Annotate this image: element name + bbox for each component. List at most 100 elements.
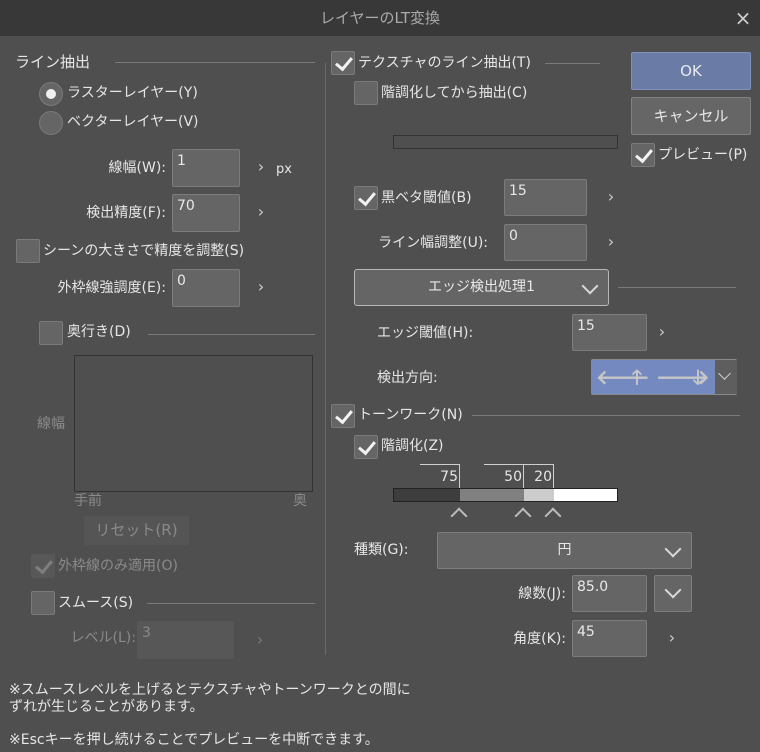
- threshold-20-label: 20: [534, 469, 552, 485]
- depth-graph-y-label: 線幅: [37, 416, 65, 432]
- section-divider: [115, 62, 315, 63]
- outline-strength-input[interactable]: 0: [172, 269, 240, 307]
- reset-button[interactable]: リセット(R): [84, 516, 189, 545]
- ok-button[interactable]: OK: [631, 52, 751, 90]
- angle-input[interactable]: 45: [572, 620, 647, 657]
- section-divider: [147, 603, 315, 604]
- note-esc: ※Escキーを押し続けることでプレビューを中断できます。: [9, 732, 379, 748]
- title-bar: [0, 0, 760, 36]
- texture-extract-label[interactable]: テクスチャのライン抽出(T): [358, 55, 531, 71]
- smooth-level-label: レベル(L):: [70, 630, 136, 646]
- lines-label: 線数(J):: [518, 586, 566, 602]
- chevron-down-icon: [664, 581, 682, 599]
- note-smooth-line1: ※スムースレベルを上げるとテクスチャやトーンワークとの間に: [9, 682, 411, 698]
- section-divider: [472, 415, 740, 416]
- threshold-50-label: 50: [504, 469, 522, 485]
- down-arrow-icon[interactable]: 🡓: [692, 365, 704, 389]
- black-threshold-chevron-icon[interactable]: ›: [607, 187, 615, 206]
- threshold-bracket: [459, 464, 460, 488]
- tone-segment: [460, 489, 524, 501]
- black-threshold-label[interactable]: 黒ベタ閾値(B): [381, 190, 472, 206]
- column-divider: [325, 63, 326, 655]
- line-width-adjust-label: ライン幅調整(U):: [378, 235, 488, 251]
- tone-level-bar: [393, 488, 618, 502]
- tone-first-checkbox[interactable]: [354, 81, 378, 105]
- angle-chevron-icon[interactable]: ›: [668, 628, 676, 647]
- depth-graph-near-label: 手前: [74, 493, 102, 509]
- threshold-handle-20[interactable]: [544, 507, 562, 525]
- precision-input[interactable]: 70: [172, 194, 240, 232]
- precision-label: 検出精度(F):: [86, 205, 166, 221]
- line-width-label: 線幅(W):: [108, 160, 166, 176]
- left-arrow-icon[interactable]: 🡐: [596, 365, 650, 389]
- posterize-checkbox[interactable]: [354, 435, 378, 459]
- section-divider: [545, 63, 600, 64]
- direction-dropdown-button[interactable]: [715, 360, 737, 394]
- edge-threshold-chevron-icon[interactable]: ›: [658, 322, 666, 341]
- vector-layer-radio[interactable]: [39, 111, 63, 135]
- tone-segment: [394, 489, 460, 501]
- lines-input[interactable]: 85.0: [572, 575, 647, 612]
- outline-only-label: 外枠線のみ適用(O): [58, 558, 178, 574]
- edge-process-value: エッジ検出処理1: [428, 279, 535, 295]
- depth-graph-far-label: 奥: [293, 493, 307, 509]
- tonework-label[interactable]: トーンワーク(N): [358, 407, 463, 423]
- line-width-adjust-input[interactable]: 0: [504, 224, 587, 261]
- up-arrow-icon[interactable]: 🡑: [631, 365, 643, 389]
- chevron-down-icon: [664, 540, 682, 558]
- tone-type-label: 種類(G):: [354, 542, 409, 558]
- threshold-bracket: [553, 464, 554, 488]
- direction-label: 検出方向:: [377, 370, 438, 386]
- tone-type-dropdown[interactable]: 円: [437, 532, 692, 569]
- edge-threshold-input[interactable]: 15: [572, 314, 647, 351]
- scene-adjust-checkbox[interactable]: [16, 239, 40, 263]
- line-width-adjust-chevron-icon[interactable]: ›: [607, 232, 615, 251]
- outline-strength-chevron-icon[interactable]: ›: [257, 277, 265, 296]
- black-threshold-checkbox[interactable]: [354, 186, 378, 210]
- smooth-label[interactable]: スムース(S): [58, 595, 134, 611]
- section-divider: [148, 334, 315, 335]
- smooth-level-input[interactable]: 3: [137, 621, 234, 659]
- scene-adjust-label[interactable]: シーンの大きさで精度を調整(S): [43, 243, 245, 259]
- preview-label[interactable]: プレビュー(P): [658, 147, 748, 163]
- tone-segment: [554, 489, 617, 501]
- dialog-title: レイヤーのLT変換: [319, 9, 440, 27]
- depth-checkbox[interactable]: [39, 321, 63, 345]
- raster-layer-radio[interactable]: [39, 82, 63, 106]
- outline-only-checkbox[interactable]: [31, 554, 55, 578]
- posterize-label[interactable]: 階調化(Z): [381, 438, 444, 454]
- texture-preview-bar: [393, 135, 618, 149]
- vector-layer-label[interactable]: ベクターレイヤー(V): [67, 114, 199, 130]
- threshold-bracket: [420, 464, 460, 465]
- outline-strength-label: 外枠線強調度(E):: [57, 280, 167, 296]
- line-width-chevron-icon[interactable]: ›: [257, 157, 265, 176]
- line-extract-heading: ライン抽出: [15, 53, 91, 71]
- chevron-down-icon: [718, 367, 731, 380]
- lines-dropdown-button[interactable]: [654, 575, 692, 612]
- note-smooth-line2: ずれが生じることがあります。: [9, 699, 204, 715]
- angle-label: 角度(K):: [513, 631, 566, 647]
- threshold-75-label: 75: [440, 469, 458, 485]
- smooth-level-chevron-icon[interactable]: ›: [256, 630, 264, 649]
- tone-first-label[interactable]: 階調化してから抽出(C): [381, 85, 528, 101]
- threshold-handle-50[interactable]: [514, 507, 532, 525]
- cancel-button[interactable]: キャンセル: [631, 97, 751, 135]
- tonework-checkbox[interactable]: [331, 404, 355, 428]
- precision-chevron-icon[interactable]: ›: [257, 202, 265, 221]
- edge-process-dropdown[interactable]: エッジ検出処理1: [354, 269, 609, 306]
- preview-checkbox[interactable]: [631, 143, 655, 167]
- threshold-handle-75[interactable]: [450, 507, 468, 525]
- texture-extract-checkbox[interactable]: [331, 51, 355, 75]
- threshold-bracket: [523, 464, 524, 488]
- depth-label[interactable]: 奥行き(D): [67, 324, 131, 340]
- direction-selector[interactable]: 🡐 🡑 🡒 🡓: [591, 359, 737, 395]
- close-icon[interactable]: ×: [734, 6, 752, 30]
- black-threshold-input[interactable]: 15: [504, 179, 587, 216]
- line-width-unit: px: [276, 162, 292, 177]
- right-arrow-icon[interactable]: 🡒: [656, 365, 710, 389]
- smooth-checkbox[interactable]: [31, 591, 55, 615]
- line-width-input[interactable]: 1: [172, 149, 240, 187]
- chevron-down-icon: [581, 277, 599, 295]
- depth-curve-graph[interactable]: [74, 355, 313, 492]
- raster-layer-label[interactable]: ラスターレイヤー(Y): [67, 85, 198, 101]
